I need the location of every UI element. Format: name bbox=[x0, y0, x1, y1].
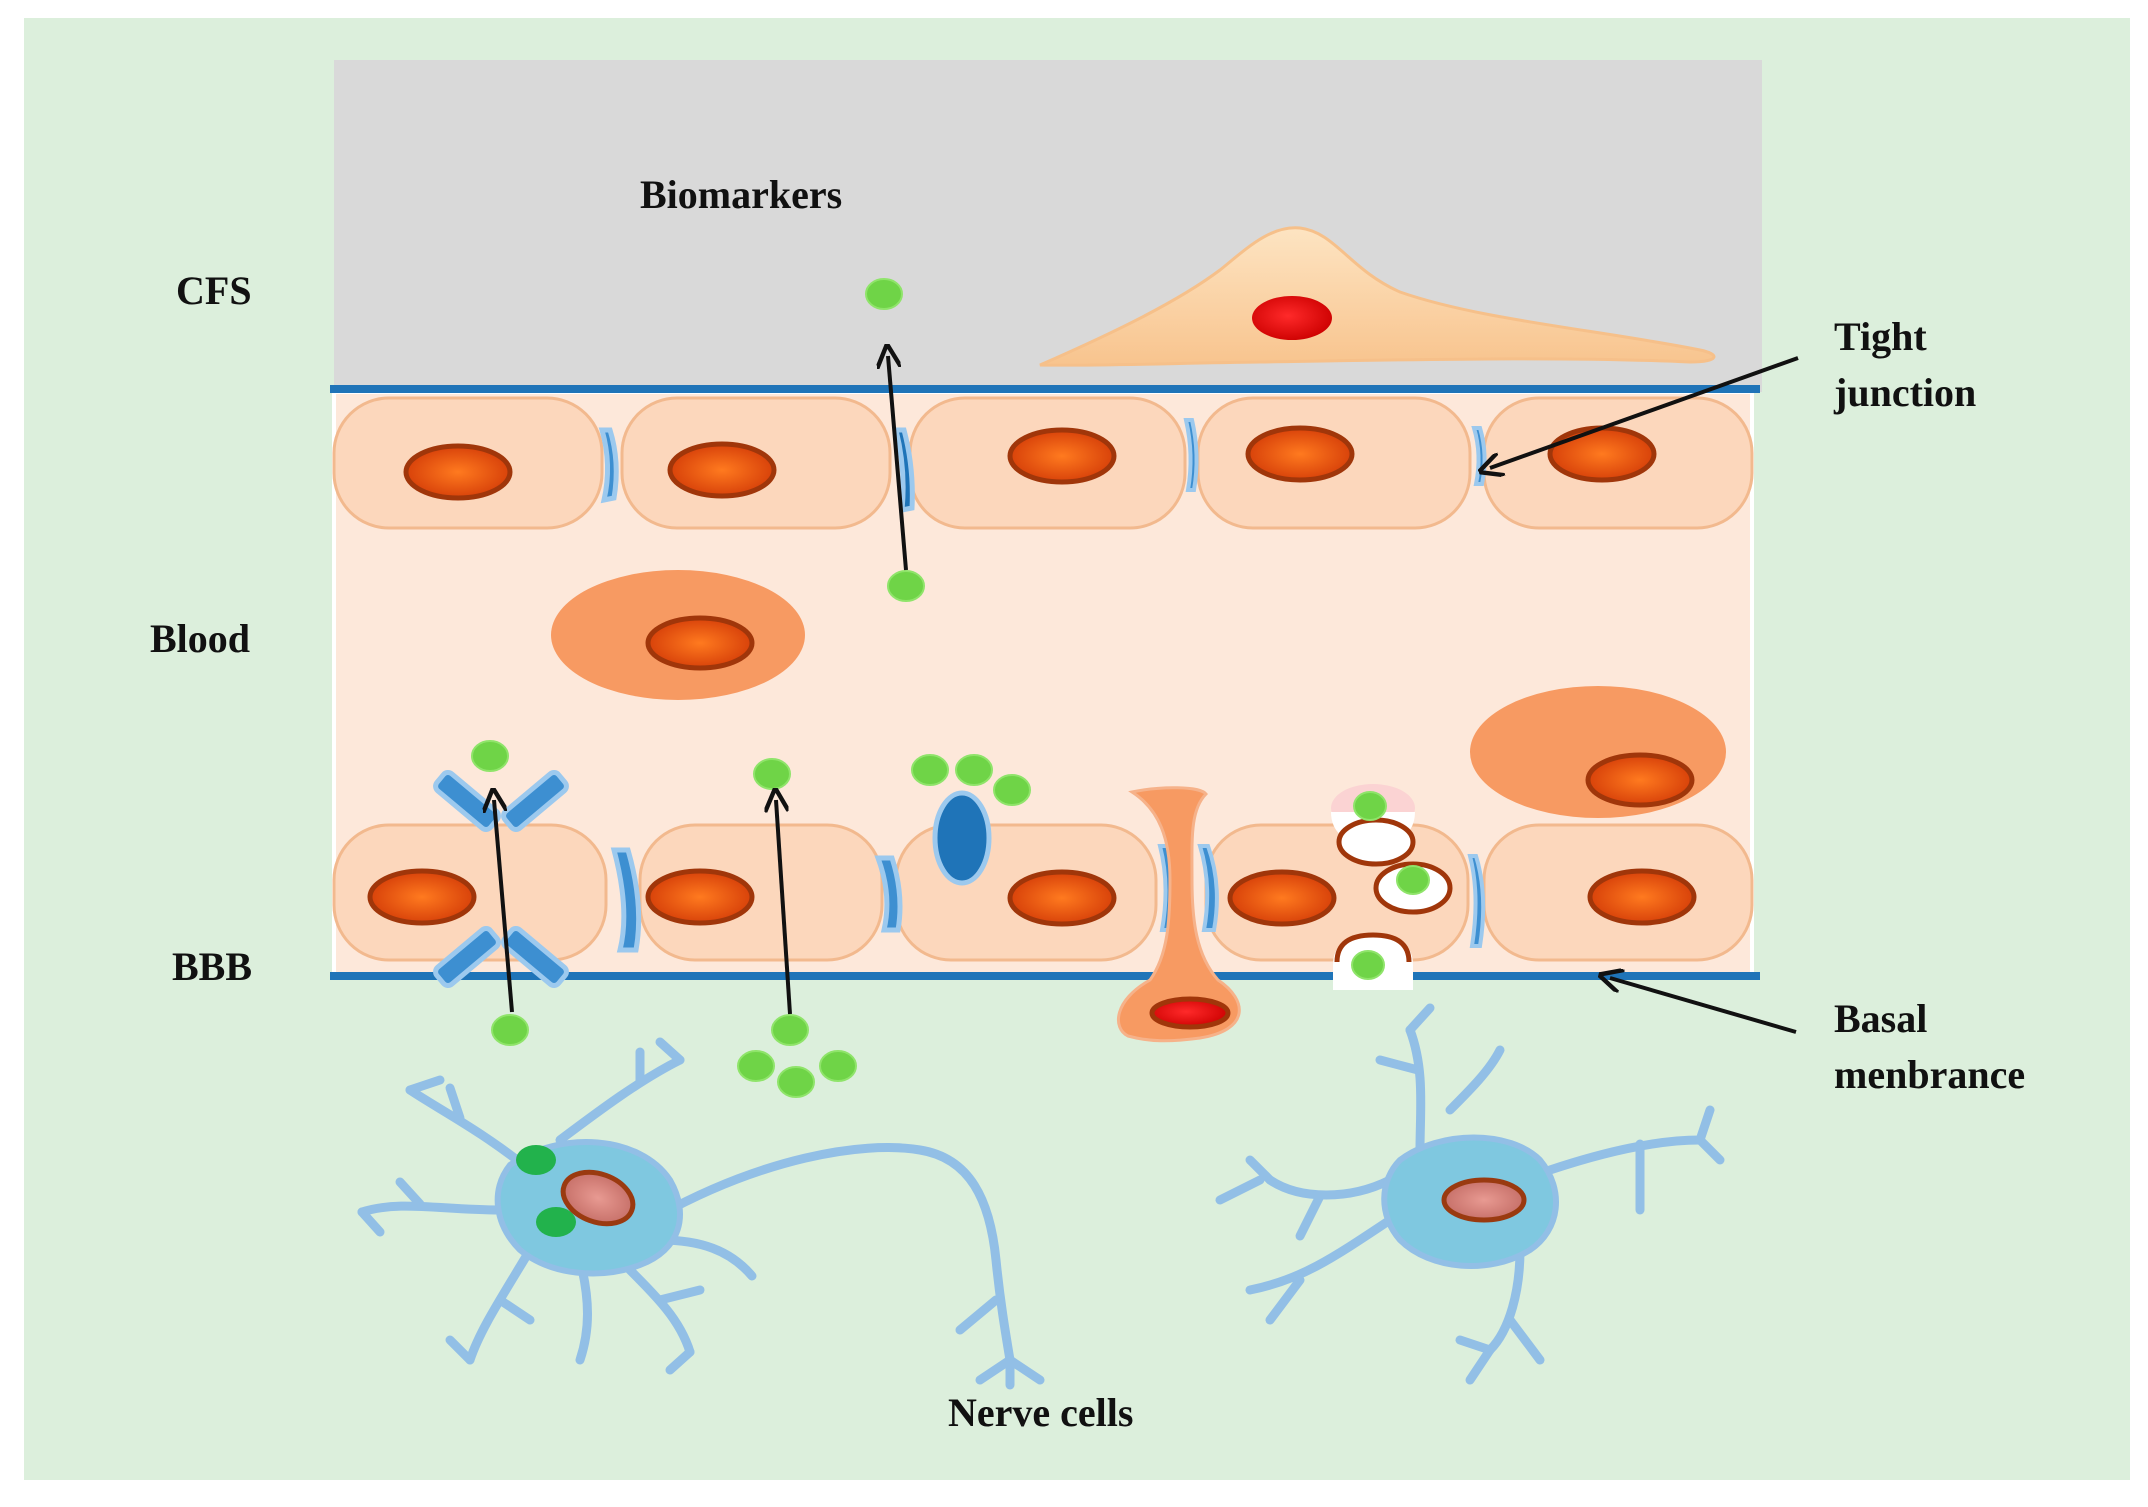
tight-junction bbox=[610, 847, 642, 953]
arrow-paracellular bbox=[776, 800, 792, 1015]
biomarker bbox=[471, 740, 509, 772]
biomarker bbox=[911, 754, 949, 786]
basal-membrane-line bbox=[330, 972, 1760, 980]
biomarker bbox=[771, 1014, 809, 1046]
tight-junction bbox=[1197, 844, 1219, 932]
endothelial-cell bbox=[1482, 823, 1754, 962]
arrow-tight-junction-pointer bbox=[1490, 356, 1799, 468]
neuron-biomarker bbox=[516, 1145, 556, 1175]
endothelial-cell bbox=[908, 396, 1187, 530]
arrow-transporter bbox=[494, 800, 514, 1013]
tight-junction bbox=[598, 427, 619, 504]
basal-membrane-label-line1: Basal bbox=[1834, 996, 1927, 1041]
migrating-cell-nucleus bbox=[1149, 996, 1231, 1030]
biomarker bbox=[1351, 950, 1385, 980]
basal-membrane-label-line2: menbrance bbox=[1834, 1052, 2025, 1097]
biomarker bbox=[865, 278, 903, 310]
biomarker bbox=[1353, 791, 1387, 821]
endothelial-cell bbox=[638, 823, 884, 962]
endothelial-cell bbox=[332, 396, 604, 530]
nerve-cells-label: Nerve cells bbox=[948, 1390, 1133, 1435]
blood-cell bbox=[551, 570, 805, 700]
blood-label: Blood bbox=[150, 616, 250, 661]
blood-cell bbox=[1470, 686, 1726, 818]
astrocyte-nucleus bbox=[1252, 296, 1332, 340]
nerve-cell-left-nucleus bbox=[560, 1169, 636, 1227]
astrocyte-cell bbox=[1039, 226, 1716, 367]
neuron-biomarker bbox=[536, 1207, 576, 1237]
biomarker bbox=[819, 1050, 857, 1082]
endothelial-cell bbox=[1196, 396, 1472, 530]
arrow-basal-membrane-pointer bbox=[1610, 978, 1797, 1034]
tight-junction bbox=[1467, 854, 1486, 948]
migrating-cell bbox=[1116, 786, 1241, 1043]
tight-junction bbox=[892, 427, 915, 514]
transport-arrows bbox=[494, 356, 1799, 1034]
endothelial-row-top bbox=[332, 396, 1754, 530]
biomarkers-label: Biomarkers bbox=[640, 172, 842, 217]
tight-junction bbox=[1183, 418, 1199, 492]
biomarker bbox=[993, 774, 1031, 806]
tight-junction bbox=[874, 855, 903, 933]
receptor-vesicle bbox=[932, 790, 992, 886]
biomarker bbox=[491, 1014, 529, 1046]
csf-label: CFS bbox=[176, 268, 252, 313]
bbb-label: BBB bbox=[172, 944, 252, 989]
tight-junction-label-line2: junction bbox=[1833, 370, 1976, 415]
endothelial-row-bottom bbox=[332, 823, 1754, 962]
arrow-blood-to-csf bbox=[888, 356, 908, 571]
biomarker-group bbox=[471, 278, 1430, 1098]
biomarker bbox=[887, 570, 925, 602]
biomarker bbox=[1396, 865, 1430, 895]
nerve-cell-right-nucleus bbox=[1441, 1177, 1527, 1223]
biomarker bbox=[737, 1050, 775, 1082]
biomarker bbox=[753, 758, 791, 790]
tight-junction-label-line1: Tight bbox=[1834, 314, 1927, 359]
csf-membrane-line bbox=[330, 385, 1760, 393]
nerve-cell-right bbox=[1215, 1003, 1725, 1385]
biomarker bbox=[777, 1066, 815, 1098]
endothelial-cell bbox=[620, 396, 892, 530]
endothelial-cell bbox=[1482, 396, 1754, 530]
biomarker bbox=[955, 754, 993, 786]
transporter-protein bbox=[433, 770, 569, 988]
